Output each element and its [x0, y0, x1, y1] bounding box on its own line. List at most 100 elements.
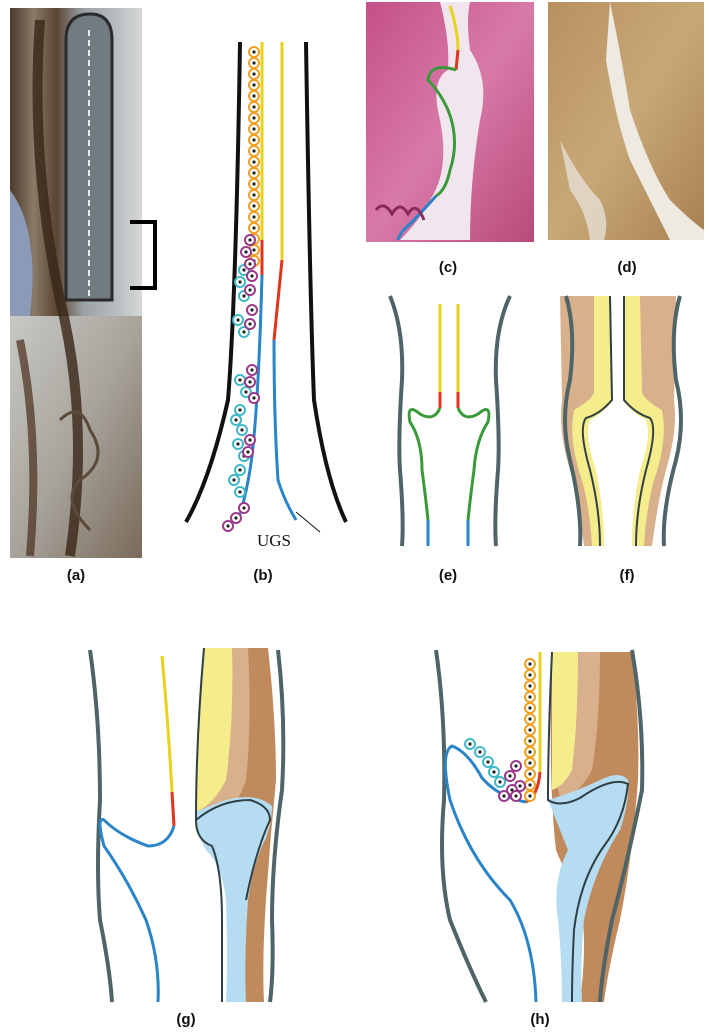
- orange-cell-nucleus: [252, 50, 256, 54]
- magenta-cell-nucleus: [248, 262, 252, 266]
- orange-cell-nucleus: [252, 204, 256, 208]
- orange-cell-nucleus: [528, 783, 532, 787]
- panel-c-trace-yellow: [448, 5, 460, 51]
- orange-cell-nucleus: [252, 116, 256, 120]
- magenta-cell-nucleus: [518, 784, 522, 788]
- panel-b-epithelium-right-blue: [272, 339, 298, 521]
- cyan-cell-nucleus: [492, 770, 496, 774]
- orange-cell-nucleus: [528, 728, 532, 732]
- cyan-cell-nucleus: [240, 428, 244, 432]
- magenta-cell-nucleus: [242, 506, 246, 510]
- orange-cell-nucleus: [528, 761, 532, 765]
- panel-d: (d): [548, 2, 704, 276]
- cyan-cell-nucleus: [486, 760, 490, 764]
- orange-cell-nucleus: [528, 673, 532, 677]
- panel-b-epithelium-right-red: [272, 259, 284, 341]
- panel-d-lumen: [606, 2, 704, 240]
- panel-a-lumen: [64, 12, 114, 302]
- cyan-cell-nucleus: [236, 442, 240, 446]
- orange-cell-nucleus: [252, 149, 256, 153]
- orange-cell-nucleus: [252, 171, 256, 175]
- magenta-cell-nucleus: [250, 274, 254, 278]
- panel-b-cells: [222, 46, 260, 532]
- panel-c-trace-green: [426, 66, 457, 198]
- panel-label: (d): [617, 259, 636, 276]
- panel-e-green-outline: [407, 407, 491, 521]
- panel-label: (e): [439, 567, 457, 584]
- magenta-cell-nucleus: [510, 788, 514, 792]
- panel-g-right-wall: [268, 649, 286, 1003]
- panel-f: (f): [560, 295, 683, 584]
- magenta-cell-nucleus: [244, 250, 248, 254]
- orange-cell-nucleus: [528, 684, 532, 688]
- magenta-cell-nucleus: [234, 516, 238, 520]
- magenta-cell-nucleus: [514, 764, 518, 768]
- panel-c-trace-red: [454, 49, 460, 71]
- panel-g-blue-line: [98, 818, 176, 1003]
- panel-f-right-wall: [661, 295, 683, 547]
- panel-g-left-wall: [88, 649, 114, 1003]
- magenta-cell-nucleus: [508, 774, 512, 778]
- panel-label: (f): [620, 567, 635, 584]
- cyan-cell-nucleus: [244, 390, 248, 394]
- panel-f-left-wall: [563, 295, 583, 547]
- panel-f-epithelium: [581, 295, 655, 547]
- orange-cell-nucleus: [252, 248, 256, 252]
- magenta-cell-nucleus: [248, 238, 252, 242]
- panel-g-yellow-line: [160, 655, 174, 793]
- orange-cell-nucleus: [528, 695, 532, 699]
- cyan-cell-nucleus: [234, 418, 238, 422]
- orange-cell-nucleus: [252, 72, 256, 76]
- orange-cell-nucleus: [528, 739, 532, 743]
- panel-b: UGS (b): [184, 41, 348, 584]
- cyan-cell-nucleus: [238, 280, 242, 284]
- panel-g-lightblue-fill: [196, 797, 272, 1002]
- orange-cell-nucleus: [528, 794, 532, 798]
- panel-h-blue-line: [444, 744, 538, 1003]
- panel-a: (a): [10, 8, 157, 584]
- orange-cell-nucleus: [252, 105, 256, 109]
- panel-h-yellow-fill: [552, 652, 578, 790]
- magenta-cell-nucleus: [248, 288, 252, 292]
- panel-h-right-wall: [598, 649, 645, 1003]
- orange-cell-nucleus: [252, 127, 256, 131]
- orange-cell-nucleus: [528, 717, 532, 721]
- panel-d-lumen-left: [560, 140, 607, 240]
- magenta-cell-nucleus: [248, 322, 252, 326]
- orange-cell-nucleus: [528, 772, 532, 776]
- panel-c-trace-blue: [396, 195, 438, 241]
- panel-c-villi: [374, 204, 426, 221]
- panel-b-ugs-pointer: [295, 511, 321, 533]
- orange-cell-nucleus: [528, 662, 532, 666]
- orange-cell-nucleus: [528, 750, 532, 754]
- panel-a-dark-band: [32, 19, 83, 557]
- panel-h-epithelium-right: [546, 651, 630, 1003]
- cyan-cell-nucleus: [478, 750, 482, 754]
- orange-cell-nucleus: [252, 182, 256, 186]
- orange-cell-nucleus: [252, 83, 256, 87]
- panel-label: (b): [253, 567, 272, 584]
- panel-b-left-wall: [184, 41, 242, 523]
- cyan-cell-nucleus: [242, 268, 246, 272]
- orange-cell-nucleus: [528, 706, 532, 710]
- magenta-cell-nucleus: [252, 396, 256, 400]
- panel-c-lumen: [400, 2, 484, 240]
- panel-g-epithelium-right: [194, 647, 272, 1002]
- panel-g: (g): [88, 647, 286, 1028]
- magenta-cell-nucleus: [246, 450, 250, 454]
- orange-cell-nucleus: [252, 94, 256, 98]
- panel-h-left-wall: [434, 649, 488, 1003]
- panel-label: (g): [176, 1011, 195, 1028]
- magenta-cell-nucleus: [248, 380, 252, 384]
- cyan-cell-nucleus: [232, 478, 236, 482]
- panel-label: (a): [67, 567, 85, 584]
- panel-b-right-wall: [304, 41, 348, 523]
- orange-cell-nucleus: [252, 193, 256, 197]
- orange-cell-nucleus: [252, 61, 256, 65]
- panel-label: (h): [530, 1011, 549, 1028]
- panel-a-tissue-region: [10, 190, 33, 316]
- panel-f-yellow-right: [624, 296, 664, 546]
- cyan-cell-nucleus: [238, 408, 242, 412]
- panel-h-lightblue-fill: [548, 775, 629, 1002]
- cyan-cell-nucleus: [498, 780, 502, 784]
